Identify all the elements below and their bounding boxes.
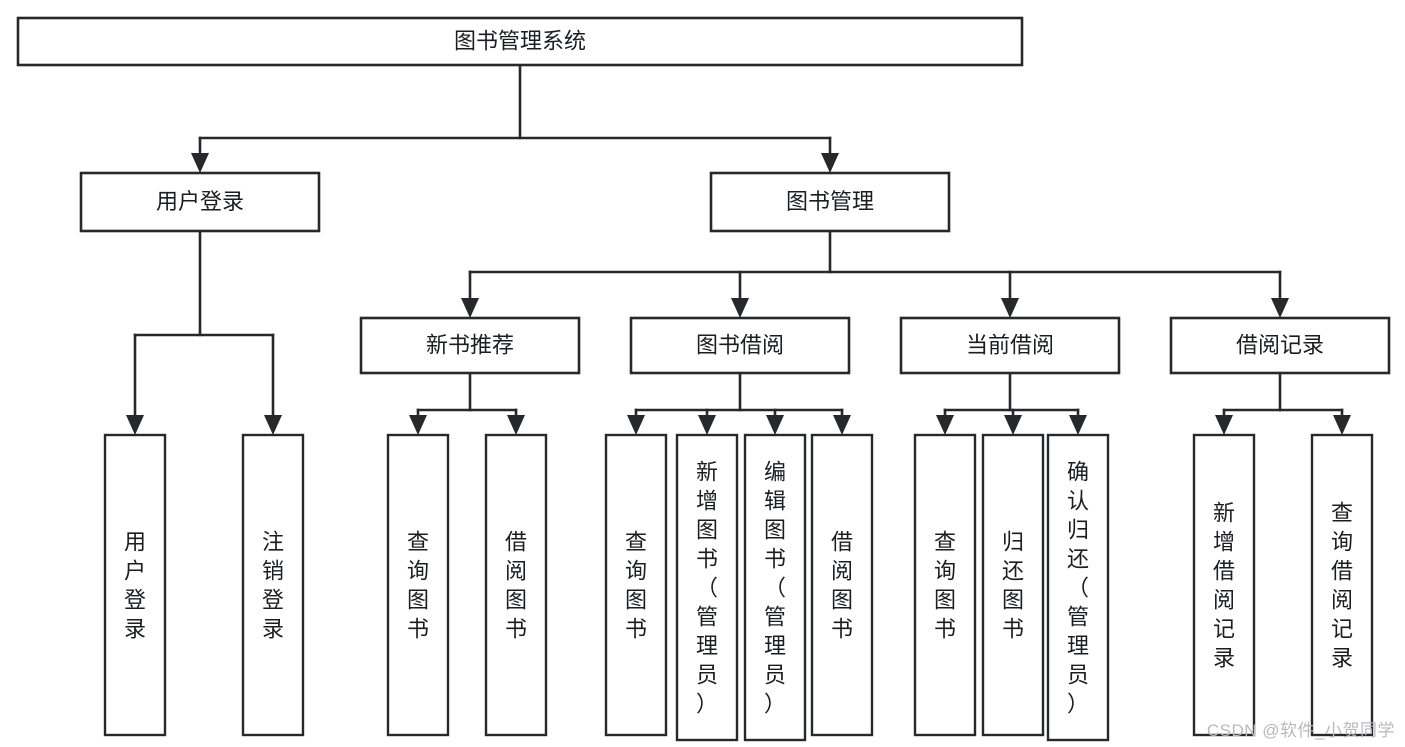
node-label-add-borrow-record: 新增借阅记录 — [1213, 501, 1235, 671]
arrow-head-icon — [1271, 298, 1289, 318]
node-box-query-book-current[interactable] — [913, 433, 977, 737]
node-box-user-login[interactable] — [79, 171, 321, 233]
node-label-current-borrow: 当前借阅 — [966, 332, 1054, 357]
node-box-borrow-book-borrow[interactable] — [810, 433, 874, 737]
arrow-head-icon — [731, 298, 749, 318]
arrow-head-icon — [698, 415, 716, 435]
node-label-new-book-recommend: 新书推荐 — [426, 332, 514, 357]
node-box-undefined[interactable] — [16, 16, 1024, 67]
arrow-head-icon — [1004, 415, 1022, 435]
node-layer: 图书管理系统用户登录图书管理新书推荐图书借阅当前借阅借阅记录用户登录注销登录查询… — [16, 16, 1391, 742]
node-label-user-login-leaf: 用户登录 — [124, 530, 146, 642]
arrow-head-icon — [264, 415, 282, 435]
node-confirm-return-admin[interactable]: 确认归还（管理员） — [1046, 433, 1110, 742]
node-label-book-borrow: 图书借阅 — [696, 332, 784, 357]
node-box-user-login-leaf[interactable] — [103, 433, 167, 737]
arrow-head-icon — [1215, 415, 1233, 435]
node-user-logout-leaf[interactable]: 注销登录 — [241, 433, 305, 737]
node-label-user-login: 用户登录 — [156, 189, 244, 214]
node-add-book-admin[interactable]: 新增图书（管理员） — [675, 433, 739, 742]
node-label-borrow-book-borrow: 借阅图书 — [831, 530, 853, 642]
node-return-book[interactable]: 归还图书 — [981, 433, 1045, 737]
node-label-query-book-borrow: 查询图书 — [625, 530, 647, 642]
node-new-book-recommend[interactable]: 新书推荐 — [359, 316, 581, 375]
node-borrow-book-borrow[interactable]: 借阅图书 — [810, 433, 874, 737]
node-query-book-rec[interactable]: 查询图书 — [386, 433, 450, 737]
node-add-borrow-record[interactable]: 新增借阅记录 — [1192, 433, 1256, 737]
node-label-query-book-rec: 查询图书 — [407, 530, 429, 642]
node-label-book-manage: 图书管理 — [786, 189, 874, 214]
arrow-head-icon — [1333, 415, 1351, 435]
arrow-head-icon — [461, 298, 479, 318]
node-label-query-book-current: 查询图书 — [934, 530, 956, 642]
node-box-user-logout-leaf[interactable] — [241, 433, 305, 737]
arrow-head-icon — [507, 415, 525, 435]
arrow-head-icon — [627, 415, 645, 435]
node-label-return-book: 归还图书 — [1002, 530, 1024, 642]
node-undefined[interactable]: 图书管理系统 — [16, 16, 1024, 67]
node-box-borrow-record[interactable] — [1169, 316, 1391, 375]
node-box-add-book-admin[interactable] — [675, 433, 739, 742]
node-label-borrow-book-rec: 借阅图书 — [505, 530, 527, 642]
node-box-query-book-rec[interactable] — [386, 433, 450, 737]
node-label-edit-book-admin: 编辑图书（管理员） — [764, 460, 786, 717]
arrow-head-icon — [833, 415, 851, 435]
node-box-add-borrow-record[interactable] — [1192, 433, 1256, 737]
node-box-query-borrow-record[interactable] — [1310, 433, 1374, 737]
node-box-confirm-return-admin[interactable] — [1046, 433, 1110, 742]
node-box-return-book[interactable] — [981, 433, 1045, 737]
arrow-head-icon — [1001, 298, 1019, 318]
connector-layer — [126, 63, 1351, 435]
arrow-head-icon — [821, 153, 839, 173]
node-borrow-book-rec[interactable]: 借阅图书 — [484, 433, 548, 737]
node-query-book-borrow[interactable]: 查询图书 — [604, 433, 668, 737]
node-label-add-book-admin: 新增图书（管理员） — [696, 460, 718, 717]
node-box-query-book-borrow[interactable] — [604, 433, 668, 737]
node-current-borrow[interactable]: 当前借阅 — [899, 316, 1121, 375]
node-borrow-record[interactable]: 借阅记录 — [1169, 316, 1391, 375]
node-book-manage[interactable]: 图书管理 — [709, 171, 951, 233]
node-label-user-logout-leaf: 注销登录 — [262, 530, 284, 642]
node-box-borrow-book-rec[interactable] — [484, 433, 548, 737]
node-query-borrow-record[interactable]: 查询借阅记录 — [1310, 433, 1374, 737]
node-box-book-borrow[interactable] — [629, 316, 851, 375]
arrow-head-icon — [126, 415, 144, 435]
node-box-new-book-recommend[interactable] — [359, 316, 581, 375]
arrow-head-icon — [1069, 415, 1087, 435]
node-box-current-borrow[interactable] — [899, 316, 1121, 375]
arrow-head-icon — [766, 415, 784, 435]
node-label-undefined: 图书管理系统 — [454, 28, 586, 53]
node-user-login-leaf[interactable]: 用户登录 — [103, 433, 167, 737]
node-user-login[interactable]: 用户登录 — [79, 171, 321, 233]
node-book-borrow[interactable]: 图书借阅 — [629, 316, 851, 375]
node-label-confirm-return-admin: 确认归还（管理员） — [1067, 460, 1089, 717]
node-edit-book-admin[interactable]: 编辑图书（管理员） — [743, 433, 807, 742]
arrow-head-icon — [191, 153, 209, 173]
node-box-edit-book-admin[interactable] — [743, 433, 807, 742]
arrow-head-icon — [409, 415, 427, 435]
arrow-head-icon — [936, 415, 954, 435]
node-query-book-current[interactable]: 查询图书 — [913, 433, 977, 737]
node-box-book-manage[interactable] — [709, 171, 951, 233]
node-label-borrow-record: 借阅记录 — [1236, 332, 1324, 357]
node-label-query-borrow-record: 查询借阅记录 — [1331, 501, 1353, 671]
